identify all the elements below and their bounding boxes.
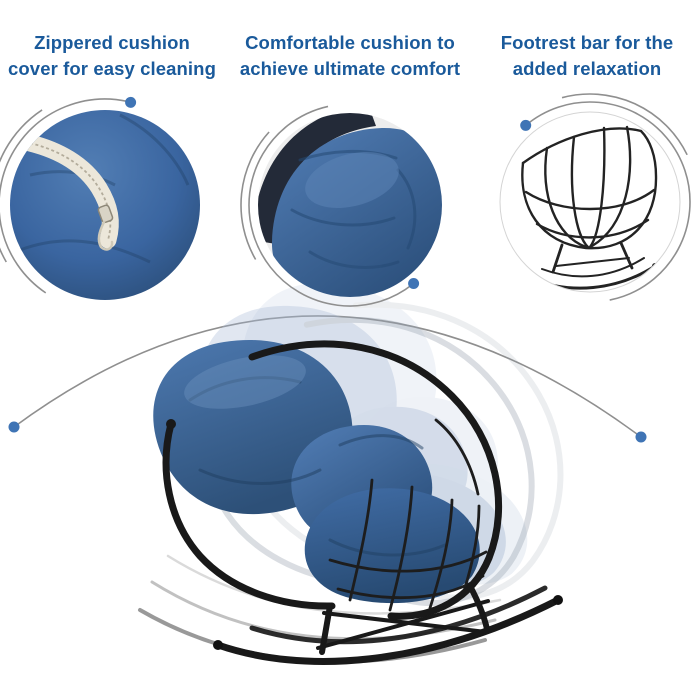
feature-title-line: cover for easy cleaning (8, 58, 216, 80)
rocking-chair (153, 339, 563, 665)
inset-ring (499, 111, 681, 293)
tufted-cushion-closeup (258, 113, 442, 297)
feature-title-line: added relaxation (512, 58, 662, 80)
feature-title-line: Zippered cushion (34, 32, 190, 53)
feature-title-footrest-bar: Footrest bar for the added relaxation (472, 30, 700, 83)
frame-wireframe-closeup (499, 111, 681, 293)
feature-title-line: achieve ultimate comfort (239, 58, 461, 80)
accent-dot-center-inset (408, 278, 420, 289)
feature-title-zippered-cushion: Zippered cushion cover for easy cleaning (0, 30, 224, 83)
feature-title-line: Footrest bar for the (500, 32, 674, 53)
zipper-pull (97, 204, 114, 251)
feature-title-comfortable-cushion: Comfortable cushion to achieve ultimate … (225, 30, 475, 83)
front-rocker-runner (214, 596, 562, 665)
zipper-cushion-closeup (10, 110, 200, 300)
feature-title-line: Comfortable cushion to (245, 32, 455, 53)
footrest-bar-end (166, 419, 176, 429)
cross-brace (322, 611, 488, 634)
rear-rocker-runner (249, 585, 548, 645)
decorative-arcs-left (0, 90, 220, 320)
zipper-teeth (29, 142, 112, 241)
accent-dot-right-inset (520, 119, 532, 131)
cushion-highlight (305, 151, 399, 209)
rocker-tip-cap (213, 640, 223, 650)
cushion-creases (188, 376, 447, 557)
accent-dot-left-inset (125, 96, 137, 108)
rocker-tip-cap (529, 276, 535, 282)
arc-dot-right (635, 431, 647, 443)
tuft-creases (290, 150, 417, 269)
cushion-highlight (184, 355, 306, 409)
chair-frame (166, 344, 562, 665)
rocker-tip-cap (553, 595, 563, 605)
frame-edge-shadow (258, 113, 376, 244)
rear-support (467, 583, 490, 632)
arc-dot-left (8, 421, 20, 433)
